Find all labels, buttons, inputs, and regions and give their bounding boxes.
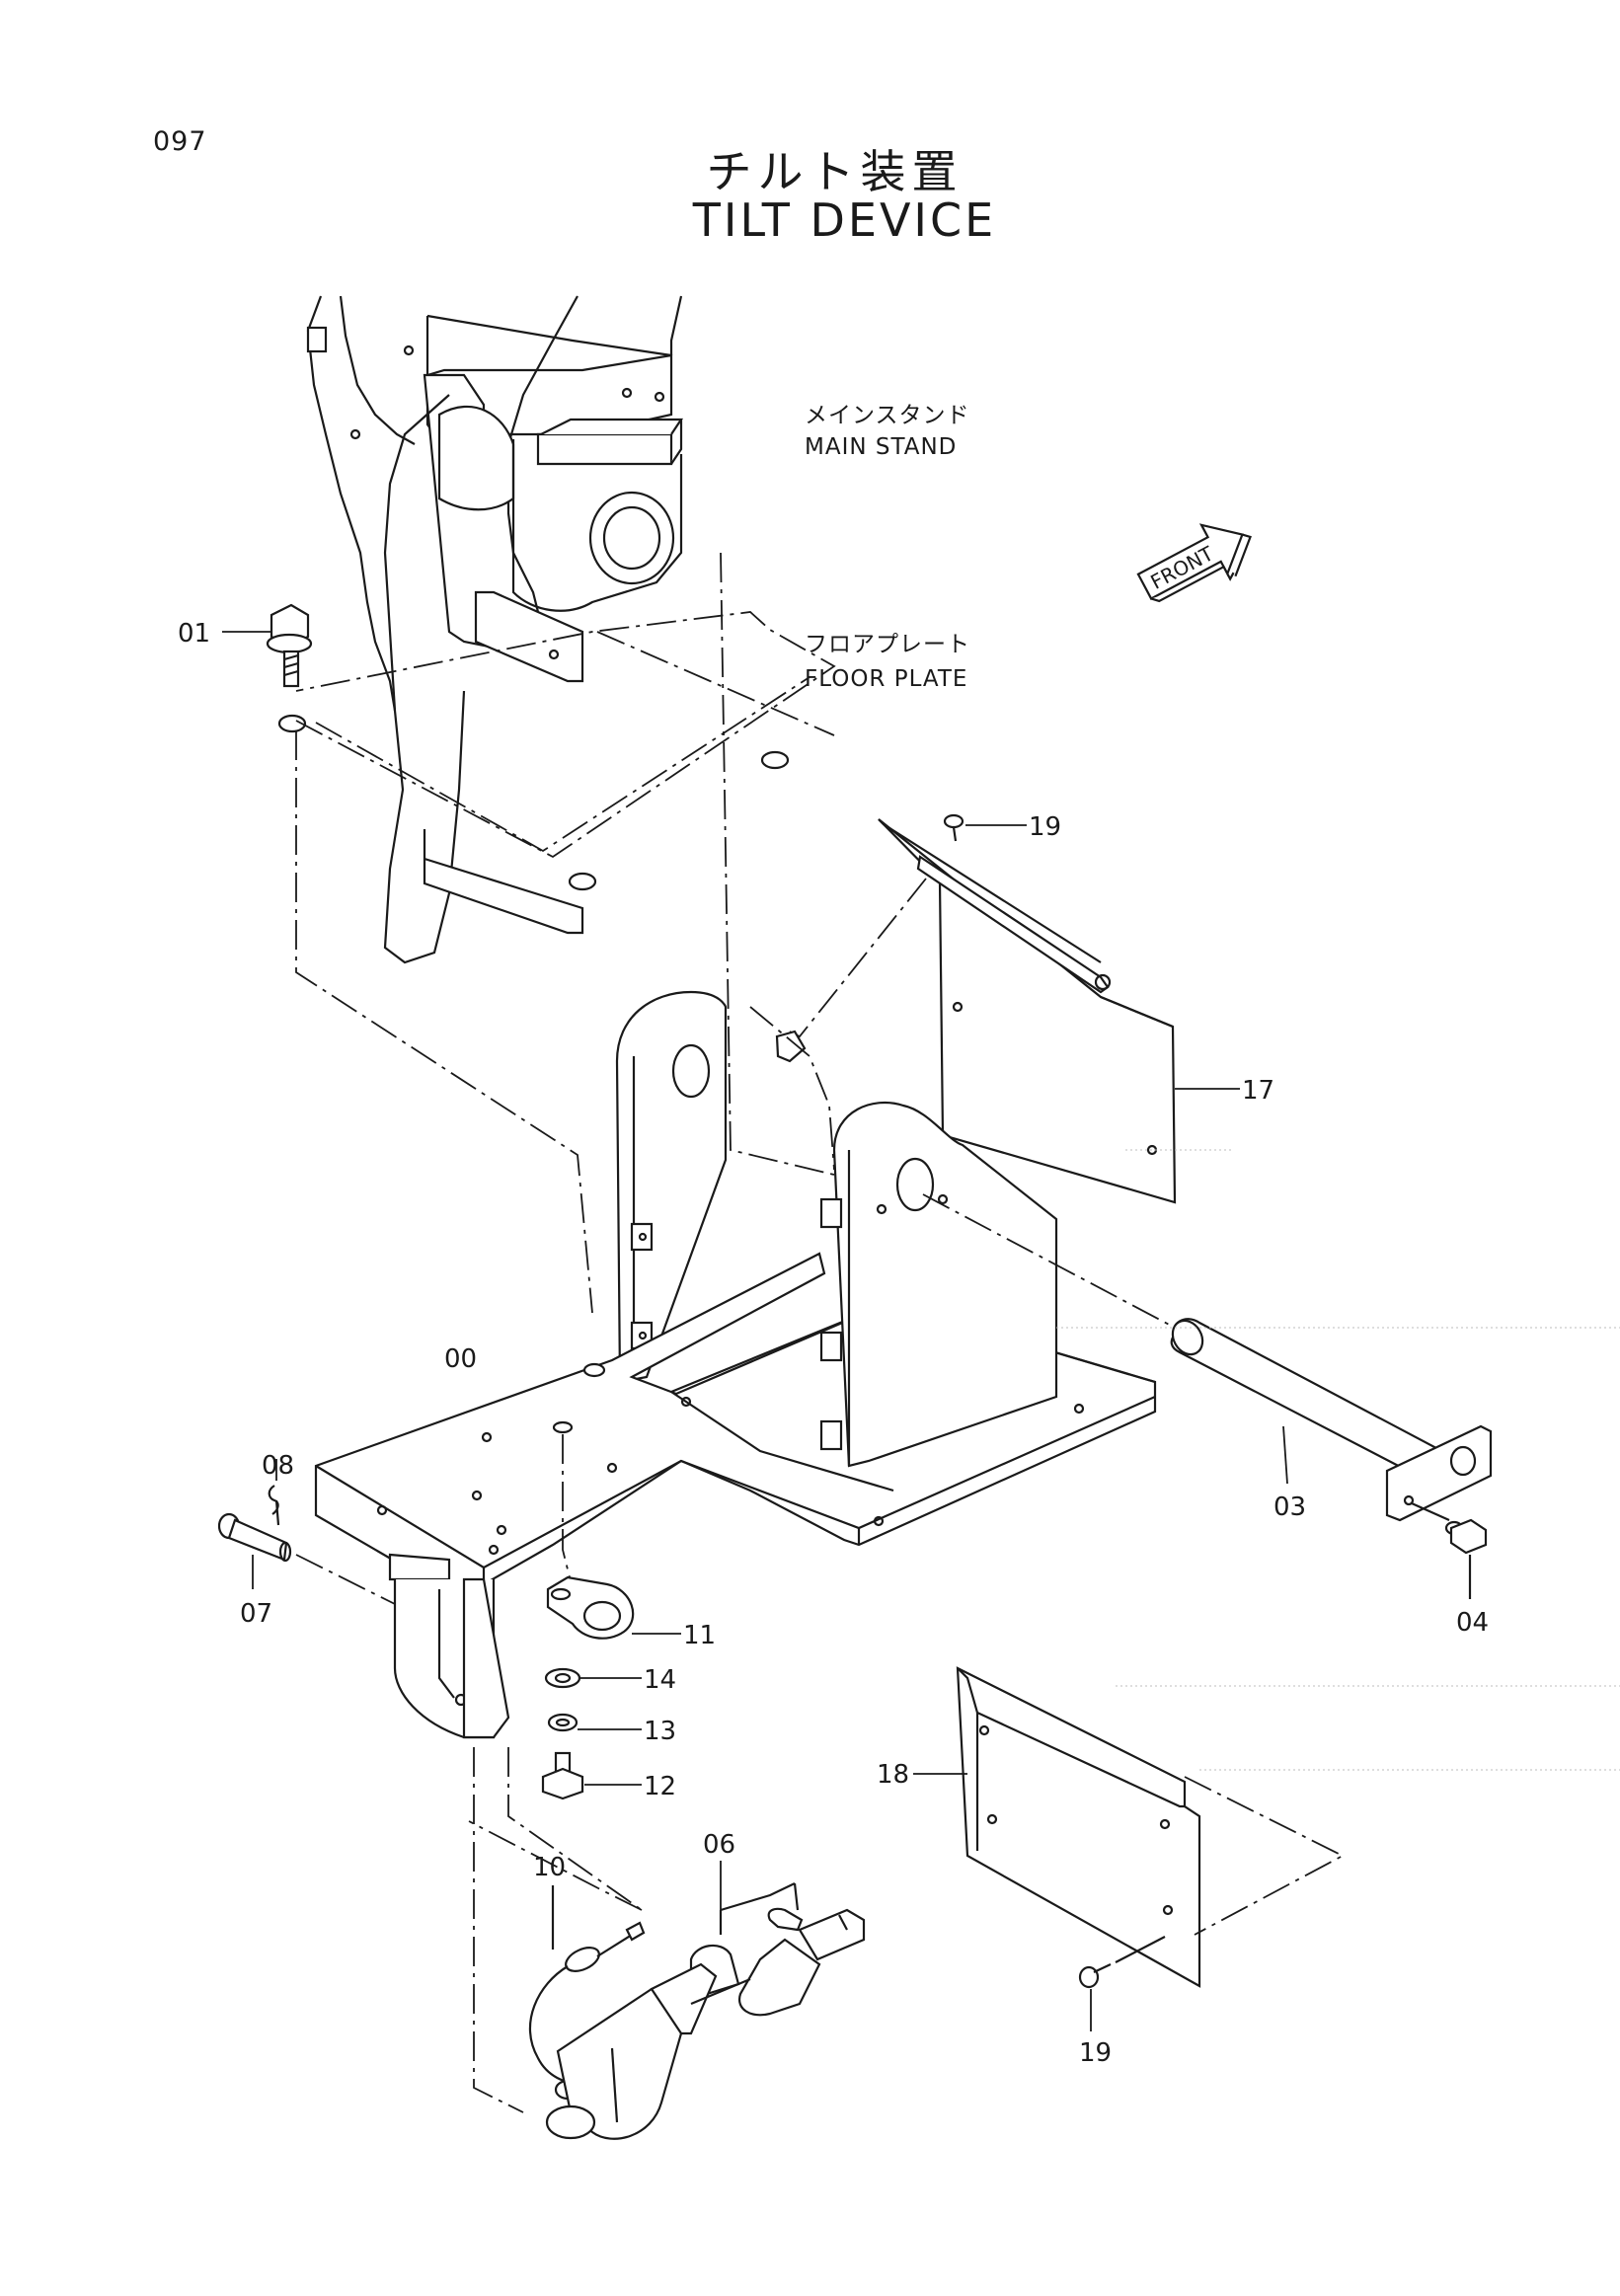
bolt-12 <box>541 1751 642 1800</box>
part-number-06: 06 <box>703 1830 735 1860</box>
part-number-11: 11 <box>683 1621 716 1650</box>
part-number-04: 04 <box>1456 1608 1489 1638</box>
cover-18 <box>913 1327 1620 1988</box>
bolt-04 <box>1411 1501 1488 1599</box>
washer-14 <box>544 1667 642 1689</box>
part-number-19-upper: 19 <box>1029 812 1061 842</box>
title-english: TILT DEVICE <box>692 193 997 247</box>
tilt-base-00 <box>314 990 1157 1739</box>
part-number-14: 14 <box>644 1665 676 1695</box>
front-arrow-icon: FRONT <box>1136 523 1252 603</box>
front-label: FRONT <box>1146 541 1217 594</box>
bolt-01 <box>222 603 313 688</box>
part-number-07: 07 <box>240 1599 272 1629</box>
pin-07 <box>217 1512 396 1605</box>
part-number-13: 13 <box>644 1717 676 1746</box>
actuator-06 <box>545 1861 866 2140</box>
part-number-10: 10 <box>533 1853 566 1882</box>
part-number-08: 08 <box>262 1451 294 1481</box>
screw-19-lower <box>1078 1936 1166 2031</box>
part-number-00: 00 <box>444 1344 477 1374</box>
main-stand-label-en: MAIN STAND <box>805 434 957 460</box>
part-number-12: 12 <box>644 1772 676 1801</box>
washer-13 <box>547 1713 642 1732</box>
screw-19-upper <box>943 813 1027 842</box>
part-number-17: 17 <box>1242 1076 1274 1106</box>
part-number-01: 01 <box>178 619 210 649</box>
title-japanese: チルト装置 <box>706 145 964 198</box>
floor-plate-label-jp: フロアプレート <box>805 632 970 657</box>
floor-plate-opening <box>277 552 836 1314</box>
clamp-11 <box>546 1575 681 1640</box>
part-number-03: 03 <box>1273 1492 1306 1522</box>
part-number-19-lower: 19 <box>1079 2038 1112 2068</box>
part-number-18: 18 <box>877 1760 909 1790</box>
floor-plate-label-en: FLOOR PLATE <box>805 666 967 692</box>
clip-08 <box>268 1459 280 1526</box>
pin-tube-03 <box>922 1193 1493 1522</box>
main-stand-label-jp: メインスタンド <box>805 403 970 428</box>
main-stand <box>306 295 684 964</box>
cover-17 <box>878 818 1240 1204</box>
page-number: 097 <box>153 126 207 157</box>
